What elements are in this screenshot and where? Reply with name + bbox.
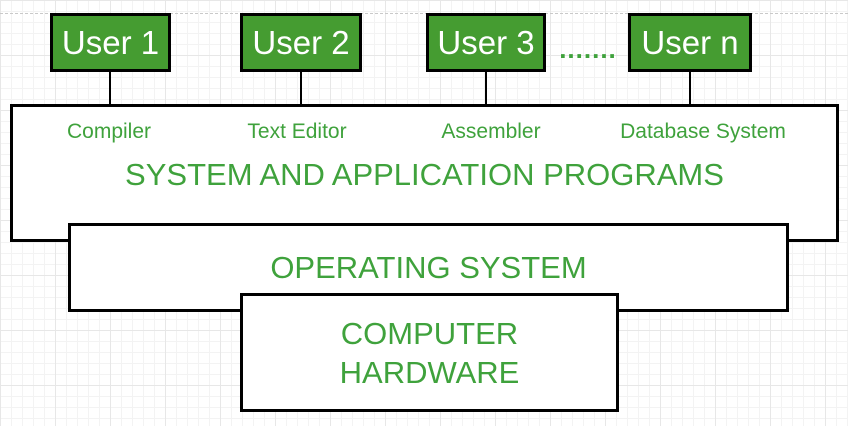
user-1-box: User 1 bbox=[50, 13, 171, 72]
ellipsis-dots: ....... bbox=[559, 34, 617, 64]
connector-line-user1 bbox=[109, 71, 111, 105]
user-2-box: User 2 bbox=[240, 13, 362, 72]
connector-line-user2 bbox=[300, 71, 302, 105]
computer-hardware-box: COMPUTER HARDWARE bbox=[240, 293, 619, 412]
user-n-box: User n bbox=[628, 13, 752, 72]
program-label-database-system: Database System bbox=[620, 120, 786, 143]
computer-hardware-title: COMPUTER HARDWARE bbox=[339, 315, 520, 390]
user-3-label: User 3 bbox=[437, 23, 535, 61]
user-3-box: User 3 bbox=[426, 13, 546, 72]
program-label-compiler: Compiler bbox=[66, 120, 152, 143]
programs-layer-title: SYSTEM AND APPLICATION PROGRAMS bbox=[125, 157, 724, 192]
system-application-programs-box: Compiler Text Editor Assembler Database … bbox=[10, 104, 839, 242]
program-label-assembler: Assembler bbox=[441, 120, 541, 143]
connector-line-user3 bbox=[485, 71, 487, 105]
program-label-text-editor: Text Editor bbox=[247, 120, 347, 143]
connector-line-usern bbox=[689, 71, 691, 105]
operating-system-title: OPERATING SYSTEM bbox=[270, 249, 587, 285]
user-1-label: User 1 bbox=[61, 23, 160, 61]
user-n-label: User n bbox=[641, 23, 739, 61]
user-2-label: User 2 bbox=[252, 23, 350, 61]
page-boundary-dashed-line bbox=[0, 13, 848, 14]
